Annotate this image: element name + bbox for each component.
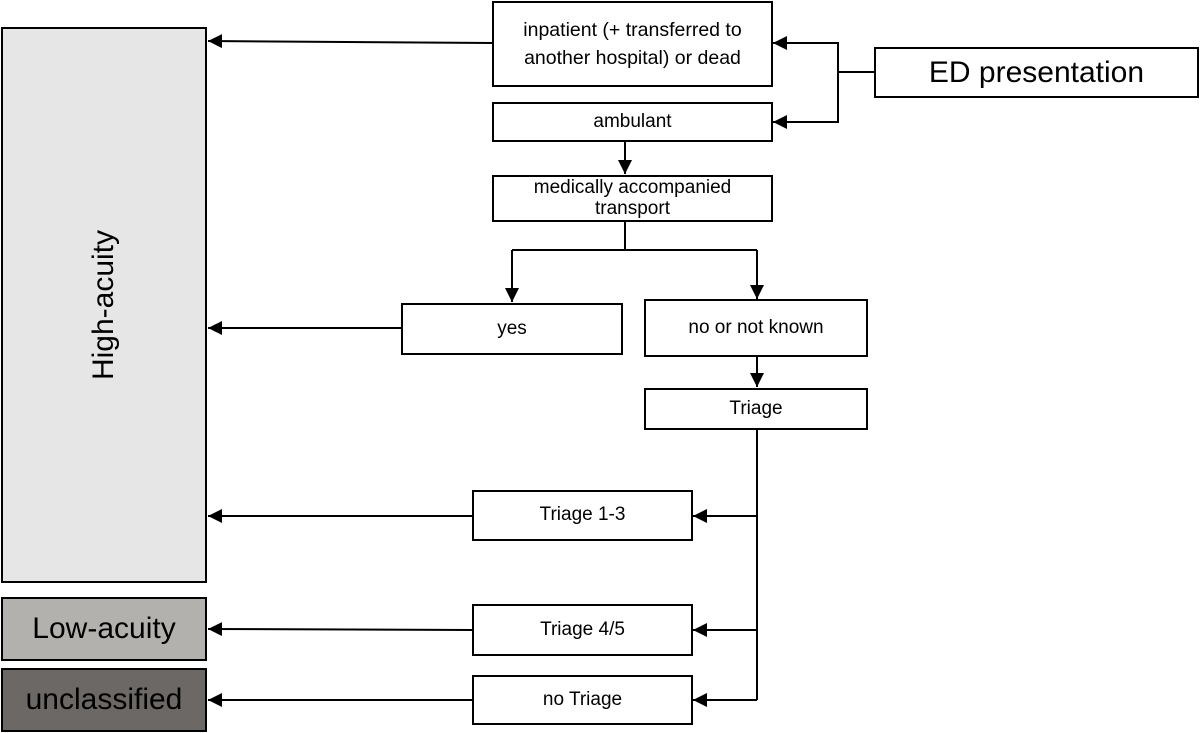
arrow-triage45-to-low <box>207 622 473 637</box>
connector-transport-split <box>512 222 757 251</box>
arrow-ed-to-ambulant <box>773 72 839 129</box>
no-or-not-known-node: no or not known <box>644 299 868 357</box>
triage-4-5-node: Triage 4/5 <box>472 604 693 656</box>
unclassified-label: unclassified <box>25 683 183 716</box>
high-acuity-label: High-acuity <box>87 229 120 381</box>
triage-1-3-node: Triage 1-3 <box>472 490 693 541</box>
triage-node: Triage <box>644 388 868 430</box>
arrow-inpatient-to-high <box>207 34 494 49</box>
no-triage-node: no Triage <box>472 675 693 725</box>
yes-node: yes <box>401 303 623 355</box>
ambulant-label: ambulant <box>593 110 672 132</box>
medically-accompanied-transport-node: medically accompanied transport <box>492 175 773 222</box>
ed-presentation-node: ED presentation <box>874 47 1199 98</box>
yes-label: yes <box>497 317 527 339</box>
ed-presentation-label: ED presentation <box>928 56 1145 89</box>
triage-label: Triage <box>729 397 783 419</box>
low-acuity-label: Low-acuity <box>32 612 176 645</box>
triage-1-3-label: Triage 1-3 <box>539 504 626 526</box>
no-triage-label: no Triage <box>542 688 623 710</box>
arrow-ed-to-inpatient <box>773 36 839 72</box>
inpatient-label: inpatient (+ transferred to another hosp… <box>523 18 742 69</box>
low-acuity-category: Low-acuity <box>1 597 207 661</box>
triage-4-5-label: Triage 4/5 <box>540 618 625 640</box>
medically-accompanied-transport-label: medically accompanied transport <box>533 176 732 219</box>
unclassified-category: unclassified <box>1 668 207 732</box>
inpatient-node: inpatient (+ transferred to another hosp… <box>492 1 773 87</box>
ambulant-node: ambulant <box>492 102 773 142</box>
high-acuity-category: High-acuity <box>1 27 207 583</box>
no-or-not-known-label: no or not known <box>688 316 824 338</box>
